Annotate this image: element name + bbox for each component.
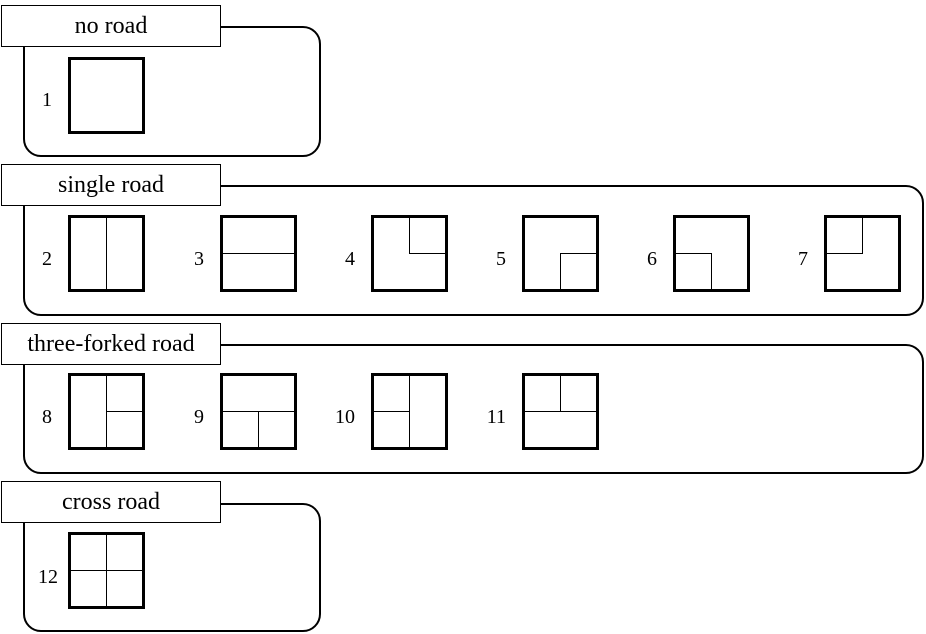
tile-number-7: 7 [798, 248, 808, 270]
group-single-road [23, 185, 924, 316]
tile-6-bottom-left-turn [673, 215, 750, 292]
road-segment [409, 253, 445, 254]
road-segment [560, 253, 561, 289]
road-segment [374, 411, 410, 412]
road-segment [827, 253, 863, 254]
road-segment [560, 253, 596, 254]
tile-5-bottom-right-turn [522, 215, 599, 292]
tile-1-no-road [68, 57, 145, 134]
tile-3-horizontal-straight [220, 215, 297, 292]
tile-number-8: 8 [42, 406, 52, 428]
tile-number-12: 12 [38, 566, 58, 588]
tile-number-9: 9 [194, 406, 204, 428]
tile-number-2: 2 [42, 248, 52, 270]
tile-9-fork-down [220, 373, 297, 450]
group-three-forked-road [23, 344, 924, 474]
tile-number-5: 5 [496, 248, 506, 270]
road-segment [106, 411, 142, 412]
group-label-single-road: single road [1, 164, 221, 206]
tile-12-cross [68, 532, 145, 609]
tile-number-10: 10 [335, 406, 355, 428]
tile-4-top-right-turn [371, 215, 448, 292]
tile-number-4: 4 [345, 248, 355, 270]
tile-8-fork-right [68, 373, 145, 450]
tile-10-fork-left [371, 373, 448, 450]
road-segment [258, 411, 259, 447]
road-segment [71, 570, 142, 571]
group-label-cross-road: cross road [1, 481, 221, 523]
road-segment [862, 218, 863, 254]
group-label-no-road: no road [1, 5, 221, 47]
road-segment [106, 218, 107, 289]
road-segment [711, 253, 712, 289]
tile-number-1: 1 [42, 89, 52, 111]
group-label-three-forked-road: three-forked road [1, 323, 221, 365]
tile-2-vertical-straight [68, 215, 145, 292]
tile-number-11: 11 [486, 406, 506, 428]
road-segment [560, 376, 561, 412]
tile-number-6: 6 [647, 248, 657, 270]
tile-7-top-left-turn [824, 215, 901, 292]
road-segment [223, 253, 294, 254]
tile-number-3: 3 [194, 248, 204, 270]
road-segment [676, 253, 712, 254]
tile-11-fork-up [522, 373, 599, 450]
road-segment [409, 218, 410, 254]
